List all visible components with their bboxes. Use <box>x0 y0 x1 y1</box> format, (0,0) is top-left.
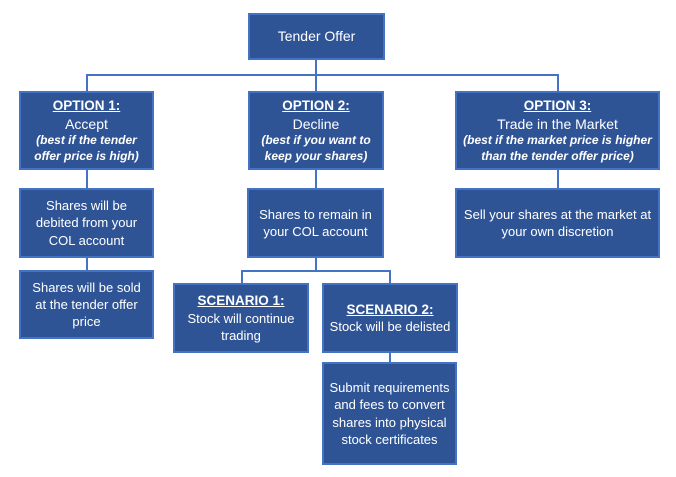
option-3-step-1-box: Sell your shares at the market at your o… <box>455 188 660 258</box>
option-2-box: OPTION 2: Decline (best if you want to k… <box>248 91 384 170</box>
connector-line <box>315 258 317 271</box>
scenario-1-text: Stock will continue trading <box>187 310 295 343</box>
root-title: Tender Offer <box>277 28 356 45</box>
scenario-2-box: SCENARIO 2: Stock will be delisted <box>322 283 458 353</box>
connector-line <box>557 74 559 91</box>
scenario-1-title: SCENARIO 1: <box>197 292 285 308</box>
connector-line <box>86 257 88 270</box>
scenario-2-followup-box: Submit requirements and fees to convert … <box>322 362 457 465</box>
connector-line <box>389 353 391 362</box>
root-box-tender-offer: Tender Offer <box>248 13 385 60</box>
connector-line <box>315 60 317 75</box>
option-1-box: OPTION 1: Accept (best if the tender off… <box>19 91 154 170</box>
connector-line <box>241 270 243 283</box>
option-3-step-1-text: Sell your shares at the market at your o… <box>463 206 652 239</box>
connector-line <box>557 170 559 188</box>
option-2-step-1-text: Shares to remain in your COL account <box>259 206 372 239</box>
option-1-step-2-text: Shares will be sold at the tender offer … <box>32 279 141 330</box>
option-1-step-1-text: Shares will be debited from your COL acc… <box>35 198 138 248</box>
scenario-2-followup-text: Submit requirements and fees to convert … <box>329 380 450 447</box>
option-2-name: Decline <box>292 115 340 132</box>
connector-line <box>86 74 88 91</box>
scenario-2-title: SCENARIO 2: <box>346 301 434 317</box>
option-1-note: (best if the tender offer price is high) <box>34 133 139 163</box>
connector-line <box>315 74 317 91</box>
scenario-2-text: Stock will be delisted <box>329 319 451 335</box>
connector-line <box>86 170 88 188</box>
connector-line <box>315 170 317 188</box>
option-3-title: OPTION 3: <box>523 97 592 113</box>
option-2-step-1-box: Shares to remain in your COL account <box>247 188 384 258</box>
option-2-title: OPTION 2: <box>282 97 350 113</box>
option-1-name: Accept <box>65 115 108 132</box>
connector-line <box>241 270 390 272</box>
option-3-note: (best if the market price is higher than… <box>463 133 652 163</box>
option-1-title: OPTION 1: <box>52 97 121 113</box>
connector-line <box>389 270 391 283</box>
connector-line <box>86 74 558 76</box>
scenario-1-box: SCENARIO 1: Stock will continue trading <box>173 283 309 353</box>
option-2-note: (best if you want to keep your shares) <box>261 133 371 163</box>
option-1-step-1-box: Shares will be debited from your COL acc… <box>19 188 154 258</box>
option-3-box: OPTION 3: Trade in the Market (best if t… <box>455 91 660 170</box>
option-3-name: Trade in the Market <box>497 115 618 132</box>
option-1-step-2-box: Shares will be sold at the tender offer … <box>19 270 154 339</box>
